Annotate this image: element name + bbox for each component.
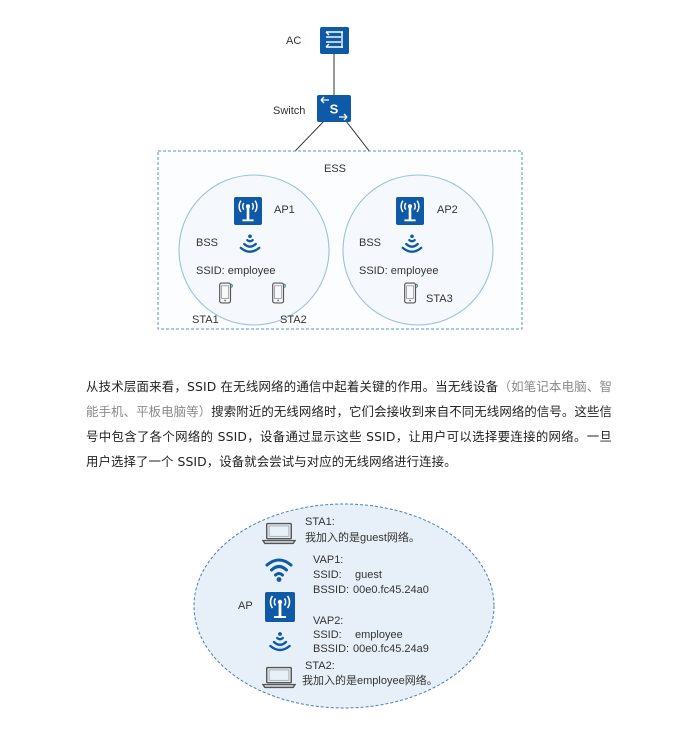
svg-text:S: S: [330, 102, 339, 117]
paragraph-muted-examples: （如笔记本电脑、智能手机、平板电脑等）: [86, 379, 612, 419]
sta2-text: 我加入的是employee网络。: [302, 673, 438, 687]
ap1-icon: [234, 197, 262, 225]
vap2-ssid-value: employee: [355, 629, 403, 641]
ap-coverage-ellipse: [193, 503, 495, 709]
sta1-label: STA1: [192, 314, 219, 326]
ssid-explanation-paragraph: 从技术层面来看，SSID 在无线网络的通信中起着关键的作用。当无线设备（如笔记本…: [86, 374, 612, 474]
switch-label: Switch: [273, 105, 305, 117]
bss2-ssid: SSID: employee: [359, 265, 438, 277]
sta2-title: STA2:: [305, 660, 335, 672]
ap-label: AP: [238, 600, 253, 612]
sta1-text: 我加入的是guest网络。: [305, 530, 420, 544]
sta3-label: STA3: [426, 293, 453, 305]
vap2-bssid-key: BSSID:: [313, 643, 349, 655]
vap1-ssid-key: SSID:: [313, 569, 342, 581]
vap2-ssid-key: SSID:: [313, 629, 342, 641]
vap2-title: VAP2:: [313, 615, 343, 627]
sta1-title: STA1:: [305, 516, 335, 528]
sta2-label: STA2: [280, 314, 307, 326]
ess-label: ESS: [324, 163, 346, 175]
bss2-label: BSS: [359, 237, 381, 249]
ap2-label: AP2: [437, 204, 458, 216]
paragraph-part2: 搜索附近的无线网络时，它们会接收到来自不同无线网络的信号。这些信号中包含了各个网…: [86, 404, 613, 469]
vap1-bssid-key: BSSID:: [313, 584, 349, 596]
vap2-bssid-value: 00e0.fc45.24a9: [353, 643, 429, 655]
ap1-label: AP1: [274, 204, 295, 216]
vap1-bssid-value: 00e0.fc45.24a0: [353, 584, 429, 596]
bss1-ssid: SSID: employee: [196, 265, 275, 277]
ap-icon: [265, 592, 295, 622]
ap2-icon: [396, 197, 424, 225]
vap1-title: VAP1:: [313, 554, 343, 566]
switch-icon: S: [317, 95, 351, 122]
vap1-ssid-value: guest: [355, 569, 382, 581]
paragraph-part1: 从技术层面来看，SSID 在无线网络的通信中起着关键的作用。当无线设备: [86, 379, 499, 394]
ac-controller-icon: [320, 27, 349, 54]
bss1-label: BSS: [196, 237, 218, 249]
ac-label: AC: [286, 35, 301, 47]
